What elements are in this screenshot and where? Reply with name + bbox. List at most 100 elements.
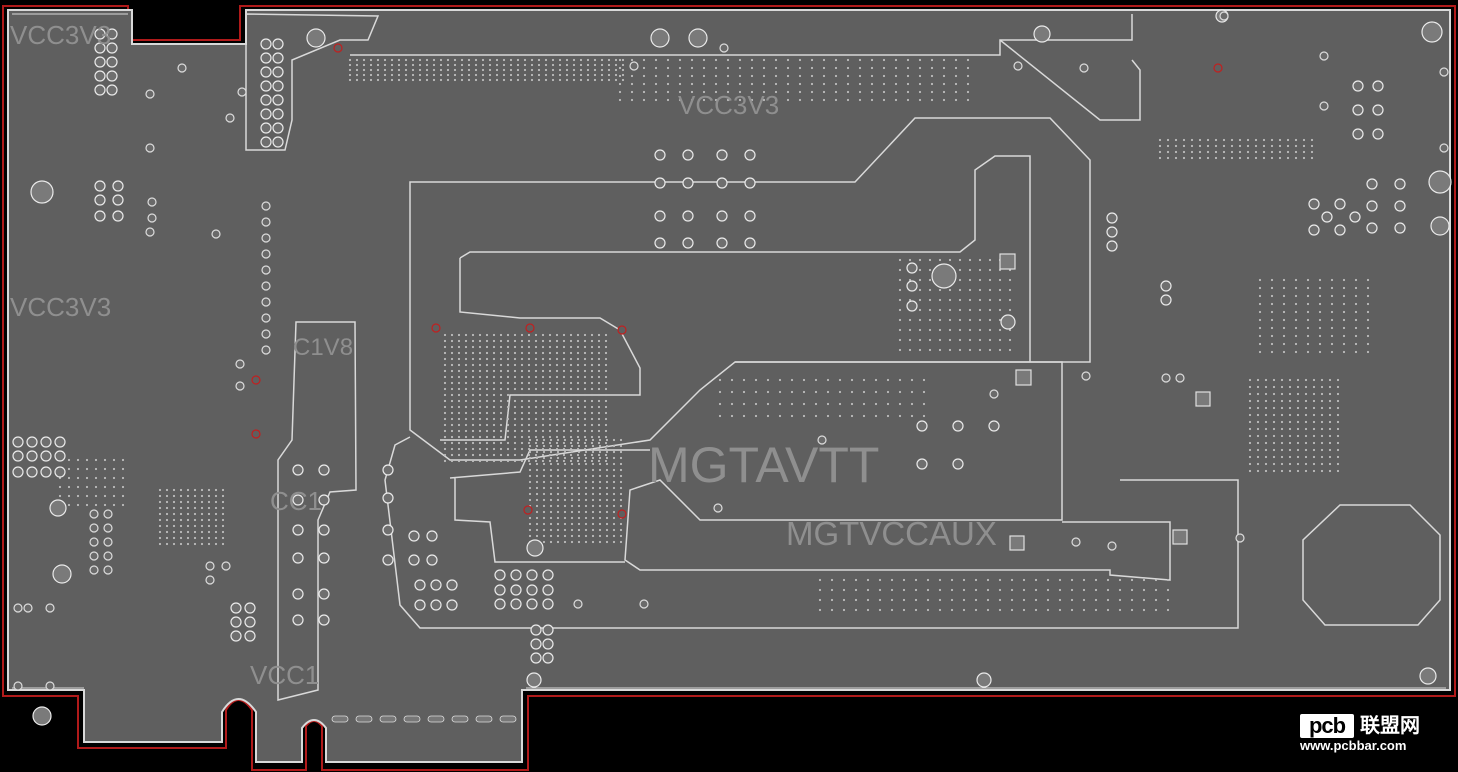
- via: [556, 468, 560, 472]
- via: [702, 74, 706, 78]
- via: [464, 441, 468, 445]
- via: [1264, 434, 1268, 438]
- via: [1248, 413, 1252, 417]
- via: [600, 63, 604, 67]
- via: [478, 399, 482, 403]
- via: [998, 588, 1002, 592]
- plane-boundary-mid-channel: [449, 449, 650, 563]
- via: [702, 98, 706, 102]
- via: [485, 387, 489, 391]
- pad: [12, 450, 24, 462]
- pad: [1366, 200, 1378, 212]
- watermark-name: 联盟网: [1360, 715, 1420, 737]
- via: [1166, 588, 1170, 592]
- via: [85, 494, 89, 498]
- via: [605, 534, 609, 538]
- pad: [408, 530, 420, 542]
- via: [1328, 399, 1332, 403]
- via: [450, 417, 454, 421]
- via: [1328, 385, 1332, 389]
- pad: [952, 458, 964, 470]
- small-pad: [147, 197, 157, 207]
- via: [544, 58, 548, 62]
- via: [598, 438, 602, 442]
- via: [450, 351, 454, 355]
- via: [918, 328, 922, 332]
- via: [67, 476, 71, 480]
- via: [577, 444, 581, 448]
- pad-group: [12, 9, 1452, 726]
- via: [654, 98, 658, 102]
- via: [369, 68, 373, 72]
- pad: [1308, 198, 1320, 210]
- pad: [1334, 224, 1346, 236]
- via: [576, 393, 580, 397]
- via: [544, 73, 548, 77]
- via: [528, 444, 532, 448]
- via: [604, 417, 608, 421]
- via: [478, 381, 482, 385]
- pad: [526, 569, 538, 581]
- via: [439, 63, 443, 67]
- via: [918, 338, 922, 342]
- via: [457, 357, 461, 361]
- via: [523, 73, 527, 77]
- via: [583, 339, 587, 343]
- via: [968, 298, 972, 302]
- via: [1342, 326, 1346, 330]
- via: [614, 68, 618, 72]
- via: [528, 456, 532, 460]
- via: [541, 453, 545, 457]
- via: [583, 363, 587, 367]
- pad: [542, 598, 554, 610]
- via: [563, 534, 567, 538]
- via: [590, 351, 594, 355]
- via: [926, 598, 930, 602]
- via: [612, 480, 616, 484]
- via: [556, 462, 560, 466]
- via: [866, 588, 870, 592]
- via: [450, 333, 454, 337]
- via: [1330, 342, 1334, 346]
- via: [457, 405, 461, 409]
- via: [457, 459, 461, 463]
- via: [492, 459, 496, 463]
- via: [555, 435, 559, 439]
- via: [605, 492, 609, 496]
- via: [404, 78, 408, 82]
- via: [577, 486, 581, 490]
- via: [906, 82, 910, 86]
- via: [718, 402, 722, 406]
- via: [506, 345, 510, 349]
- via: [542, 438, 546, 442]
- via: [457, 435, 461, 439]
- via: [492, 357, 496, 361]
- via: [572, 68, 576, 72]
- via: [988, 258, 992, 262]
- via: [766, 390, 770, 394]
- via: [172, 518, 176, 522]
- via: [584, 456, 588, 460]
- via: [570, 462, 574, 466]
- pad: [260, 136, 272, 148]
- via: [858, 74, 862, 78]
- via: [942, 82, 946, 86]
- via: [666, 58, 670, 62]
- via: [443, 369, 447, 373]
- via: [926, 588, 930, 592]
- plane-boundary-bga-block: [440, 258, 641, 441]
- via: [1294, 286, 1298, 290]
- via: [369, 58, 373, 62]
- via: [577, 462, 581, 466]
- pad: [988, 420, 1000, 432]
- pad: [510, 569, 522, 581]
- small-pad: [1071, 537, 1081, 547]
- via: [866, 608, 870, 612]
- via: [583, 333, 587, 337]
- via: [1280, 385, 1284, 389]
- via: [591, 516, 595, 520]
- via: [1288, 462, 1292, 466]
- via: [1366, 326, 1370, 330]
- pad: [260, 66, 272, 78]
